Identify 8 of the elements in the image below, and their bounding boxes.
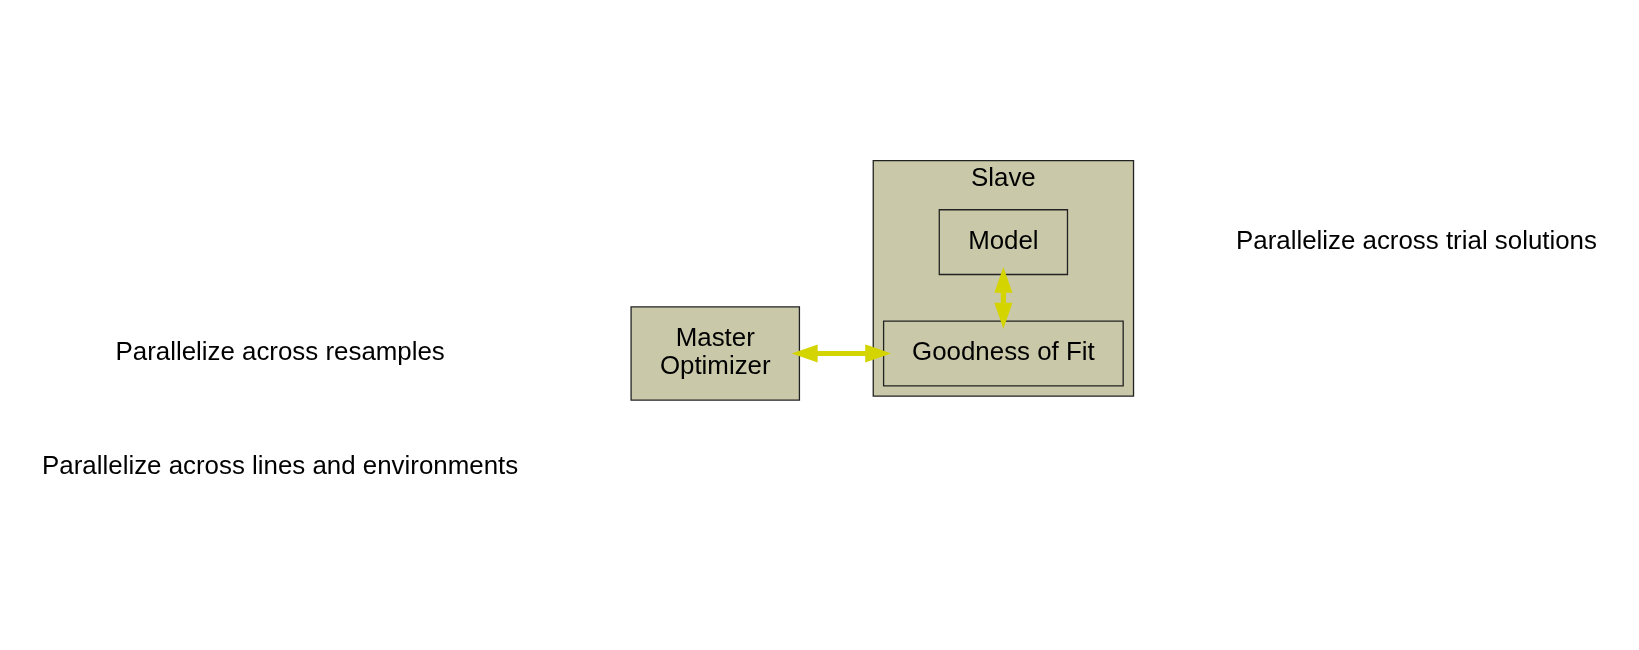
arrow [994, 266, 1013, 329]
node-box: Goodness of Fit [882, 320, 1124, 387]
label: Parallelize across lines and environments [42, 450, 519, 479]
node-box: Master Optimizer [630, 306, 801, 401]
label: Parallelize across resamples [115, 336, 445, 365]
arrow [791, 344, 892, 363]
node-box: Model [938, 209, 1069, 276]
label: Parallelize across trial solutions [1235, 225, 1597, 254]
